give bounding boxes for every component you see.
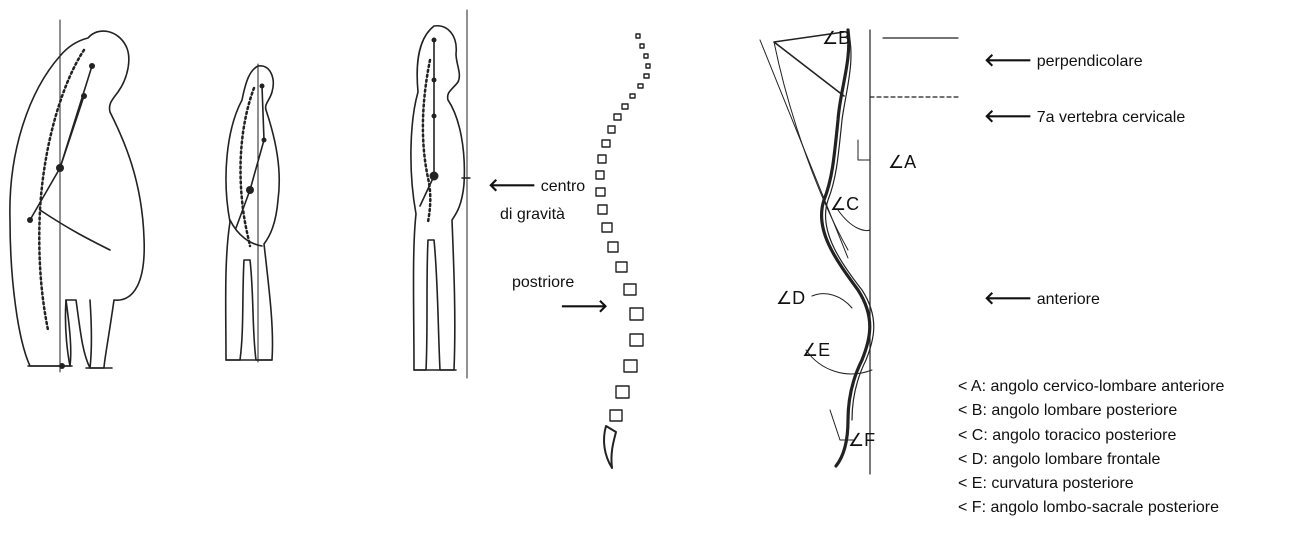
figure-upright [411,10,470,378]
arrow-left-icon: 🡐 [984,288,1032,308]
arrow-left-icon: 🡐 [984,50,1032,70]
vertebra-label: 🡐 7a vertebra cervicale [984,107,1185,127]
angle-e-label: ∠E [802,340,830,360]
legend-item-f: < F: angolo lombo-sacrale posteriore [958,496,1224,520]
angle-f-label: ∠F [848,430,875,450]
legend-item-a: < A: angolo cervico-lombare anteriore [958,375,1224,399]
legend-item-c: < C: angolo toracico posteriore [958,424,1224,448]
angle-legend: < A: angolo cervico-lombare anteriore < … [958,375,1224,521]
centro-label: 🡐 centro [488,176,585,196]
perpendicolare-label: 🡐 perpendicolare [984,51,1143,71]
angle-b-label: ∠B [822,28,850,48]
arrow-right-icon: 🡒 [560,297,608,316]
spinal-angle-diagram [760,30,958,474]
di-gravita-text: di gravità [500,205,565,224]
arrow-left-icon: 🡐 [488,175,536,195]
angle-d-label: ∠D [776,288,805,308]
vertebral-column [596,34,650,468]
postriore-text: postriore [512,273,574,292]
angle-a-label: ∠A [888,152,916,172]
perpendicolare-text: perpendicolare [1037,53,1143,70]
arrow-left-icon: 🡐 [984,106,1032,126]
figure-intermediate [226,64,280,362]
figure-stooped [10,20,144,372]
legend-item-b: < B: angolo lombare posteriore [958,399,1224,423]
anteriore-text: anteriore [1037,291,1100,308]
anteriore-label: 🡐 anteriore [984,289,1100,309]
legend-item-d: < D: angolo lombare frontale [958,448,1224,472]
legend-item-e: < E: curvatura posteriore [958,472,1224,496]
centro-text: centro [541,178,585,195]
vertebra-text: 7a vertebra cervicale [1037,109,1186,126]
angle-c-label: ∠C [830,194,859,214]
